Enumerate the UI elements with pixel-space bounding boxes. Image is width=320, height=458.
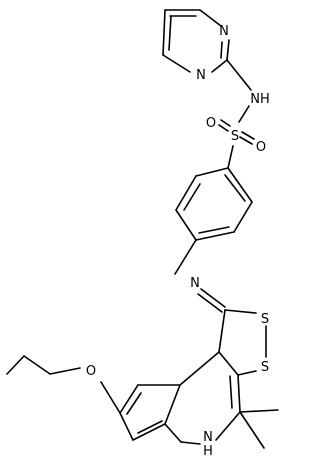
bond [199, 9, 222, 27]
chemical-structure-diagram: N N NH O S O N S S O N H [6, 9, 279, 458]
bond [200, 288, 226, 308]
bond [218, 124, 229, 132]
bond [241, 131, 255, 140]
bond [180, 441, 201, 445]
bond [49, 367, 81, 375]
bond [6, 355, 25, 375]
bond [229, 375, 233, 409]
bond [179, 351, 220, 386]
sulfonyl-o-right-label: O [256, 140, 266, 155]
bond [164, 423, 182, 443]
bond [100, 381, 121, 414]
bond [218, 351, 239, 376]
bond [224, 174, 246, 202]
bond [237, 374, 241, 413]
pyrimidine-n-bottom-label: N [196, 68, 206, 83]
bond [132, 423, 166, 441]
bond [238, 105, 250, 123]
dithiole-s-lower-label: S [261, 360, 269, 375]
bond [119, 384, 139, 414]
bond [224, 309, 257, 314]
bond [164, 384, 181, 425]
atom-labels: N N NH O S O N S S O N H [86, 24, 270, 458]
bond [218, 309, 226, 353]
bond [195, 167, 229, 177]
bond [226, 59, 252, 91]
bond [233, 201, 253, 233]
bond [239, 409, 279, 413]
bond [220, 119, 231, 127]
bond [237, 370, 257, 376]
bond [23, 355, 51, 375]
bond [198, 226, 230, 234]
bond [226, 39, 230, 61]
bond [197, 293, 223, 313]
imine-n-label: N [190, 276, 200, 291]
ether-o-label: O [86, 364, 96, 379]
dithiole-s-upper-label: S [261, 312, 269, 327]
bond [175, 175, 197, 211]
bond [211, 59, 228, 73]
bond [183, 183, 201, 211]
quinoline-n-label: N [203, 430, 213, 445]
quinoline-h-label: H [203, 444, 213, 458]
bond [227, 167, 253, 203]
bond [227, 145, 234, 169]
sulfonamide-nh-label: NH [250, 92, 270, 107]
bond [162, 54, 191, 73]
bond [239, 136, 253, 145]
bond [162, 9, 166, 56]
bond [168, 15, 172, 51]
bond [215, 411, 241, 441]
sulfonyl-s-label: S [231, 129, 239, 144]
bond [119, 412, 134, 441]
sulfonyl-o-left-label: O [206, 116, 216, 131]
bond [239, 411, 265, 449]
bond [175, 209, 197, 241]
bond [174, 239, 197, 275]
bond [126, 392, 142, 415]
pyrimidine-n-top-label: N [219, 24, 229, 39]
bond [220, 41, 223, 59]
bonds [6, 9, 279, 449]
bond [195, 231, 235, 241]
bond [137, 420, 163, 434]
